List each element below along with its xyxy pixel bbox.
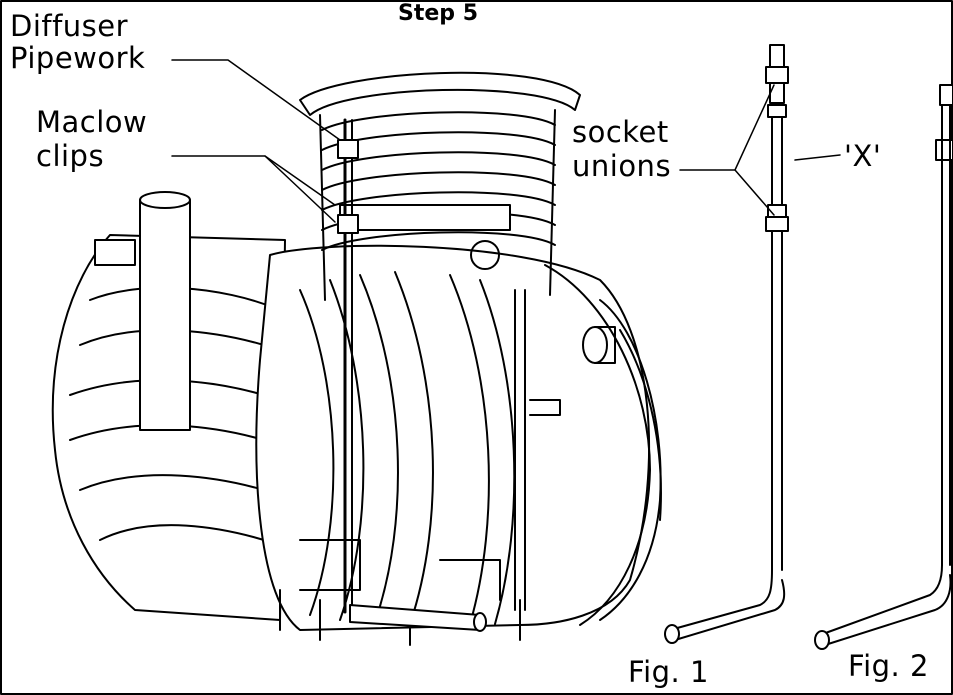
fig2-pipe-assembly (814, 84, 953, 650)
diffuser-label-line1: Diffuser (10, 9, 129, 43)
socket-label-line2: unions (572, 149, 672, 183)
x-marker-label: 'X' (844, 139, 882, 173)
socket-label-line1: socket (572, 115, 669, 149)
diffuser-label-line2: Pipework (10, 41, 146, 75)
page-title: Step 5 (398, 1, 478, 26)
leader-lines (171, 59, 841, 223)
fig1-pipe-assembly (664, 44, 789, 644)
fig2-caption: Fig. 2 (848, 649, 929, 683)
leader-socket-2 (734, 169, 775, 216)
leader-x (794, 154, 841, 161)
maclow-label-line1: Maclow (36, 105, 148, 139)
leader-maclow-2 (264, 155, 336, 223)
maclow-label-line2: clips (36, 139, 105, 173)
septic-tank (51, 71, 662, 646)
leader-diffuser (171, 59, 341, 141)
leader-maclow-1 (171, 155, 336, 206)
fig1-caption: Fig. 1 (628, 655, 709, 689)
leader-socket-1 (679, 84, 775, 171)
